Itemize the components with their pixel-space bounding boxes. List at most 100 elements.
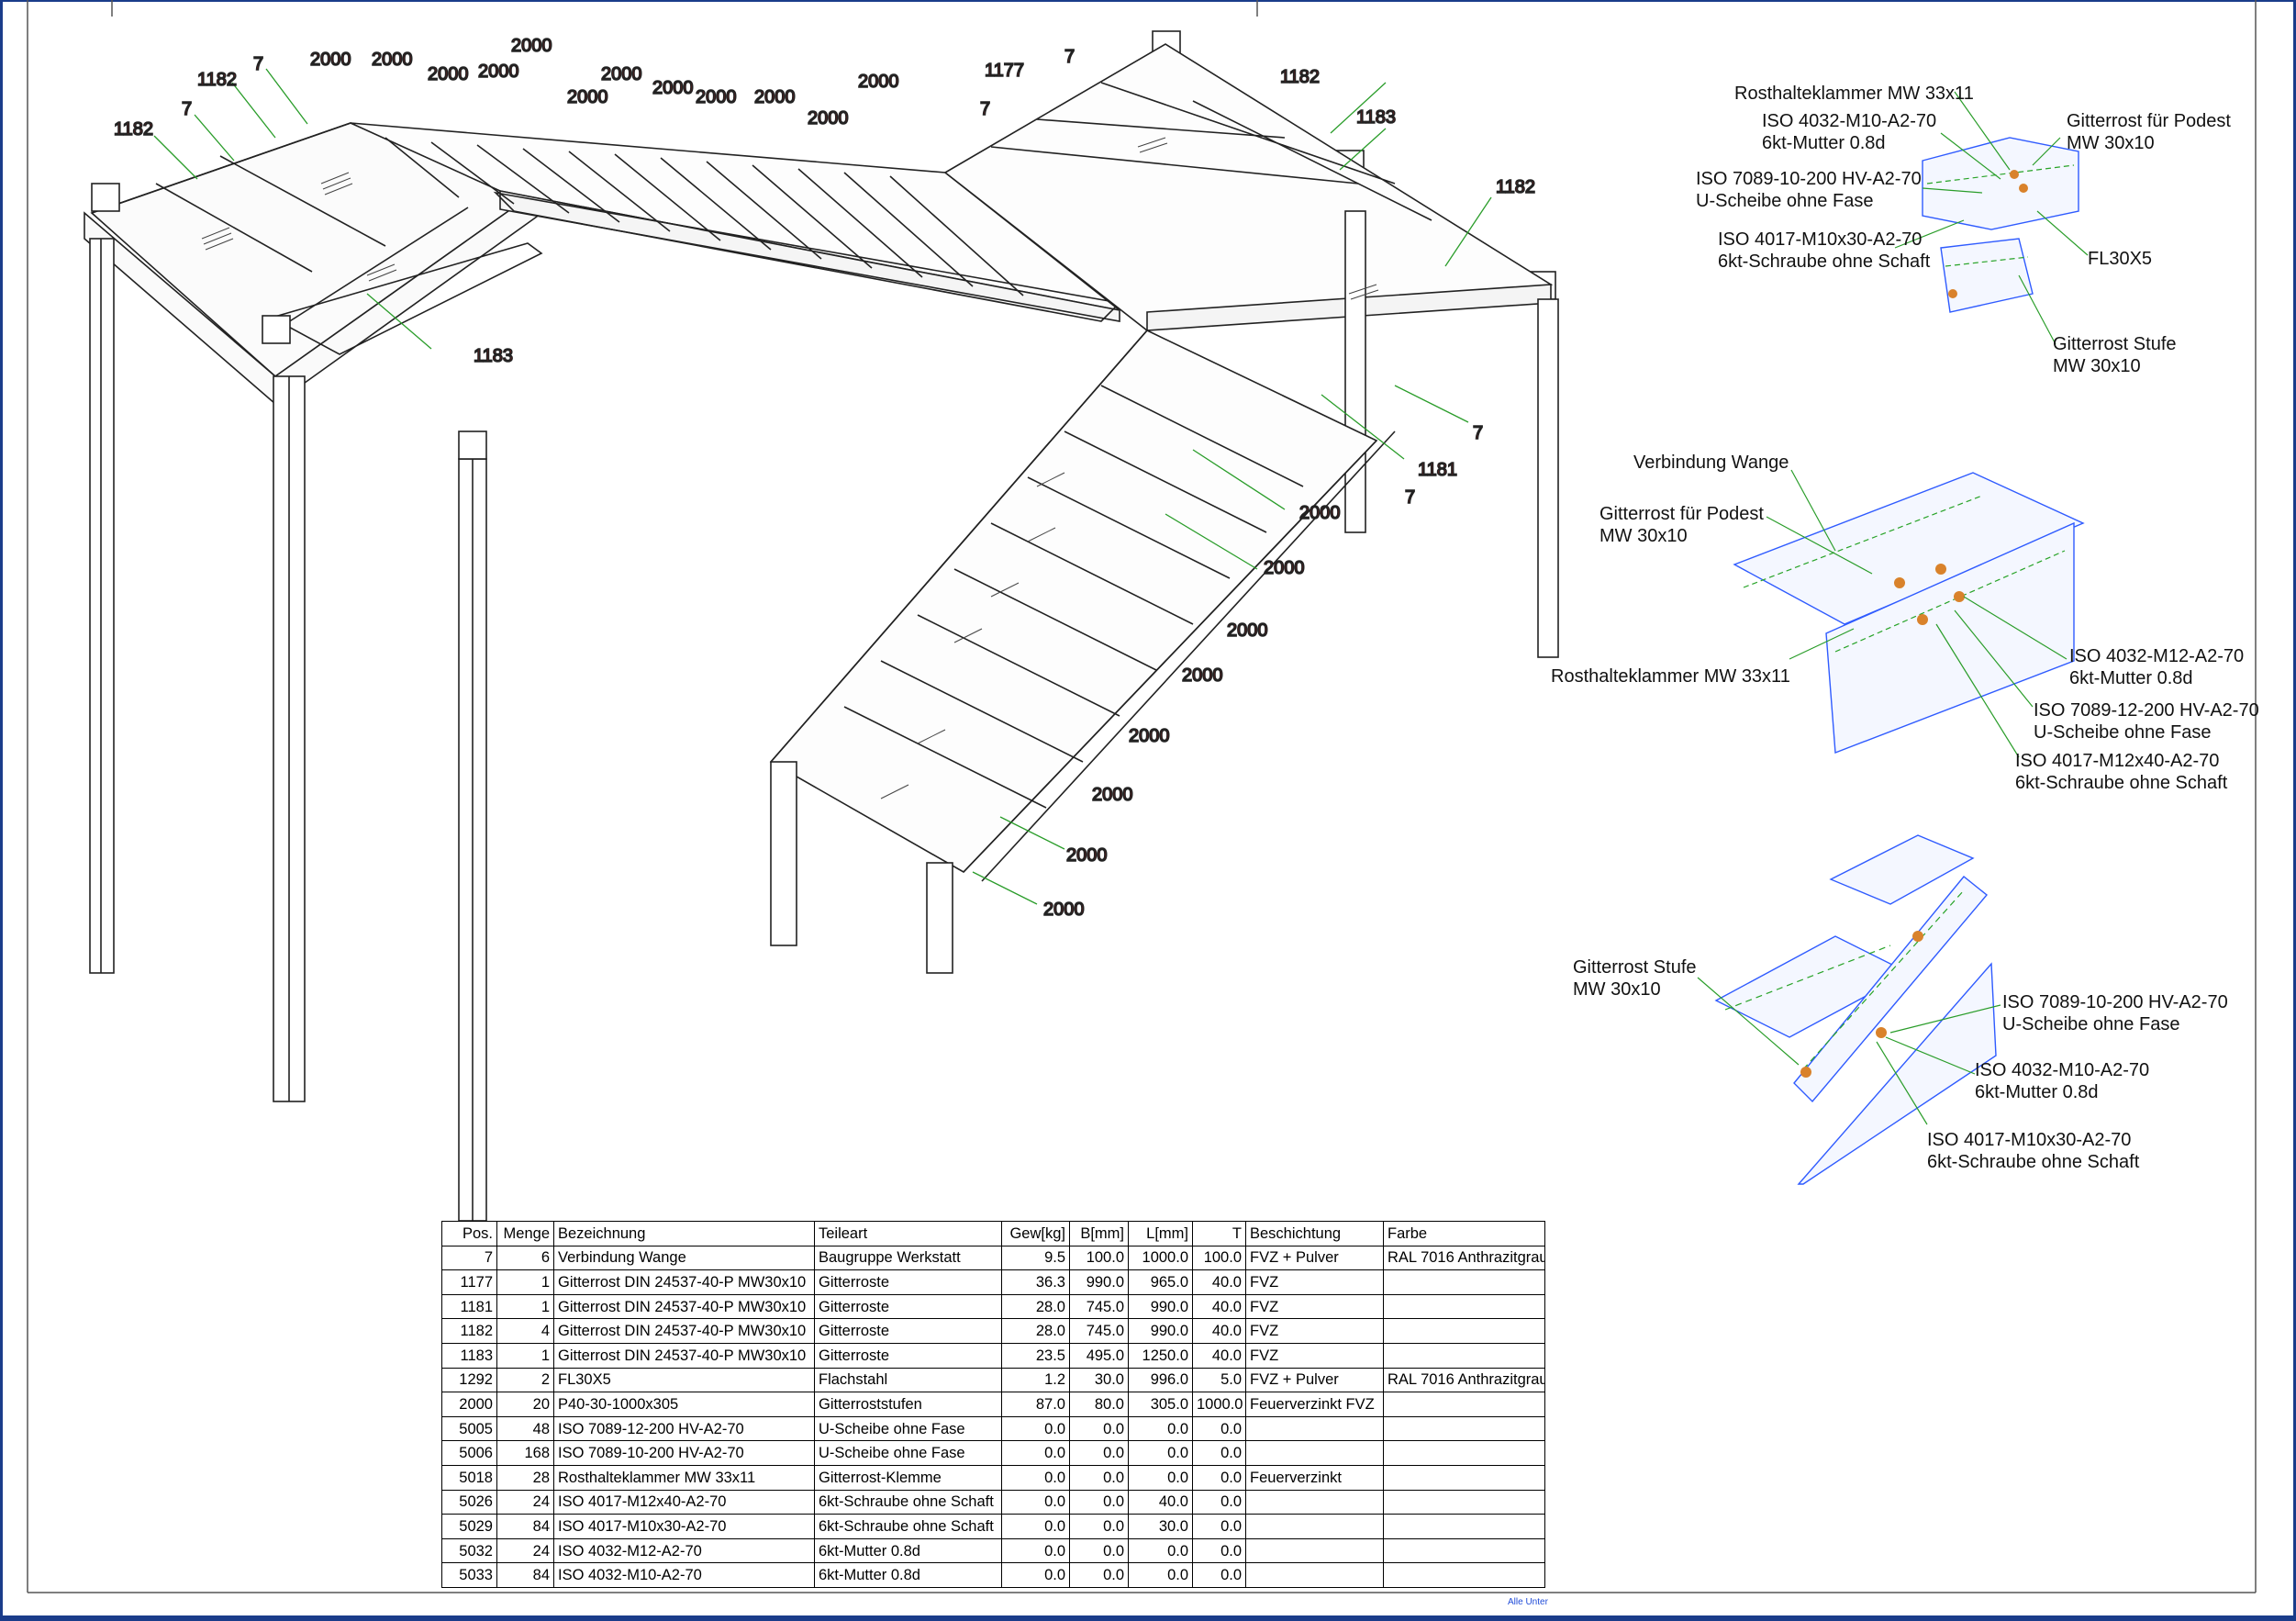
label-2000-10: 2000 <box>754 87 796 107</box>
table-cell: Feuerverzinkt FVZ <box>1245 1392 1384 1417</box>
table-cell: 745.0 <box>1069 1293 1129 1320</box>
table-cell: FVZ <box>1245 1293 1384 1320</box>
sheet-border-bottom <box>0 1615 2296 1621</box>
table-cell: 6 <box>496 1245 554 1271</box>
stair-isometric-view: 1182 7 1182 7 2000 2000 2000 2000 2000 2… <box>84 30 1559 1222</box>
table-cell: Feuerverzinkt <box>1245 1464 1384 1491</box>
table-cell: FVZ + Pulver <box>1245 1245 1384 1271</box>
table-cell: 0.0 <box>1069 1464 1129 1491</box>
table-cell: 0.0 <box>1001 1415 1070 1442</box>
table-cell: RAL 7016 Anthrazitgrau <box>1383 1367 1545 1393</box>
label-7-d: 7 <box>980 99 990 119</box>
table-cell: 5032 <box>441 1537 497 1564</box>
table-cell: 0.0 <box>1128 1562 1193 1588</box>
label-1183-b: 1183 <box>474 346 513 366</box>
table-cell: 0.0 <box>1001 1514 1070 1539</box>
table-cell <box>1245 1537 1384 1564</box>
label-2000-11: 2000 <box>808 108 849 129</box>
table-cell: 305.0 <box>1128 1392 1193 1417</box>
table-cell <box>1383 1562 1545 1588</box>
table-cell: Verbindung Wange <box>553 1245 815 1271</box>
table-cell: Gitterroste <box>814 1318 1002 1344</box>
sheet-border-right <box>2293 0 2296 1621</box>
table-cell: 40.0 <box>1128 1489 1193 1515</box>
label-2000-13: 2000 <box>1299 503 1341 523</box>
table-cell: 6kt-Schraube ohne Schaft <box>814 1514 1002 1539</box>
table-cell: 28.0 <box>1001 1293 1070 1320</box>
label-7-c: 7 <box>1064 47 1075 67</box>
table-cell <box>1383 1269 1545 1295</box>
col-header-teileart: Teileart <box>814 1221 1002 1246</box>
table-cell: 1182 <box>441 1318 497 1344</box>
table-cell: 30.0 <box>1128 1514 1193 1539</box>
table-cell <box>1383 1489 1545 1515</box>
label-2000-9: 2000 <box>696 87 737 107</box>
col-header-bezeichnung: Bezeichnung <box>553 1221 815 1246</box>
table-cell <box>1383 1342 1545 1369</box>
col-header-farbe: Farbe <box>1383 1221 1545 1246</box>
table-cell: 1181 <box>441 1293 497 1320</box>
left-platform <box>84 122 543 406</box>
upper-flight <box>350 122 1121 322</box>
table-cell: 1 <box>496 1342 554 1369</box>
table-cell: 100.0 <box>1069 1245 1129 1271</box>
table-cell <box>1383 1318 1545 1344</box>
table-cell: 36.3 <box>1001 1269 1070 1295</box>
bom-header-row: Pos. Menge Bezeichnung Teileart Gew[kg] … <box>441 1221 1545 1246</box>
table-cell: 84 <box>496 1514 554 1539</box>
footer-note: Alle Unter <box>1508 1597 1548 1607</box>
table-cell: 1 <box>496 1293 554 1320</box>
col-header-pos: Pos. <box>441 1221 497 1246</box>
table-cell: 0.0 <box>1128 1415 1193 1442</box>
table-cell: 0.0 <box>1001 1440 1070 1466</box>
table-cell <box>1245 1514 1384 1539</box>
table-cell: FVZ <box>1245 1318 1384 1344</box>
table-cell: 40.0 <box>1192 1293 1246 1320</box>
table-cell: FVZ <box>1245 1269 1384 1295</box>
table-cell: 5029 <box>441 1514 497 1539</box>
table-cell <box>1383 1293 1545 1320</box>
label-2000-3: 2000 <box>428 64 469 84</box>
table-cell: 5018 <box>441 1464 497 1491</box>
table-cell: 48 <box>496 1415 554 1442</box>
label-2000-5: 2000 <box>511 36 552 56</box>
table-cell: Gitterrost-Klemme <box>814 1464 1002 1491</box>
grating-hatches <box>201 137 1379 799</box>
table-cell: ISO 7089-12-200 HV-A2-70 <box>553 1415 815 1442</box>
table-cell: 990.0 <box>1128 1318 1193 1344</box>
table-cell: 87.0 <box>1001 1392 1070 1417</box>
lower-flight <box>769 330 1396 974</box>
table-cell: 0.0 <box>1001 1489 1070 1515</box>
table-cell: 495.0 <box>1069 1342 1129 1369</box>
table-cell: 30.0 <box>1069 1367 1129 1393</box>
label-2000-20: 2000 <box>1043 900 1085 920</box>
table-cell: 0.0 <box>1192 1514 1246 1539</box>
table-cell: 0.0 <box>1069 1562 1129 1588</box>
label-2000-2: 2000 <box>372 50 413 70</box>
table-cell: 0.0 <box>1192 1562 1246 1588</box>
label-2000-18: 2000 <box>1092 785 1133 805</box>
table-cell <box>1383 1514 1545 1539</box>
table-cell: Baugruppe Werkstatt <box>814 1245 1002 1271</box>
table-cell: FVZ <box>1245 1342 1384 1369</box>
table-cell: ISO 4017-M12x40-A2-70 <box>553 1489 815 1515</box>
table-cell: 80.0 <box>1069 1392 1129 1417</box>
table-cell <box>1383 1415 1545 1442</box>
col-header-beschichtung: Beschichtung <box>1245 1221 1384 1246</box>
table-cell: Gitterroste <box>814 1269 1002 1295</box>
table-cell: 28.0 <box>1001 1318 1070 1344</box>
